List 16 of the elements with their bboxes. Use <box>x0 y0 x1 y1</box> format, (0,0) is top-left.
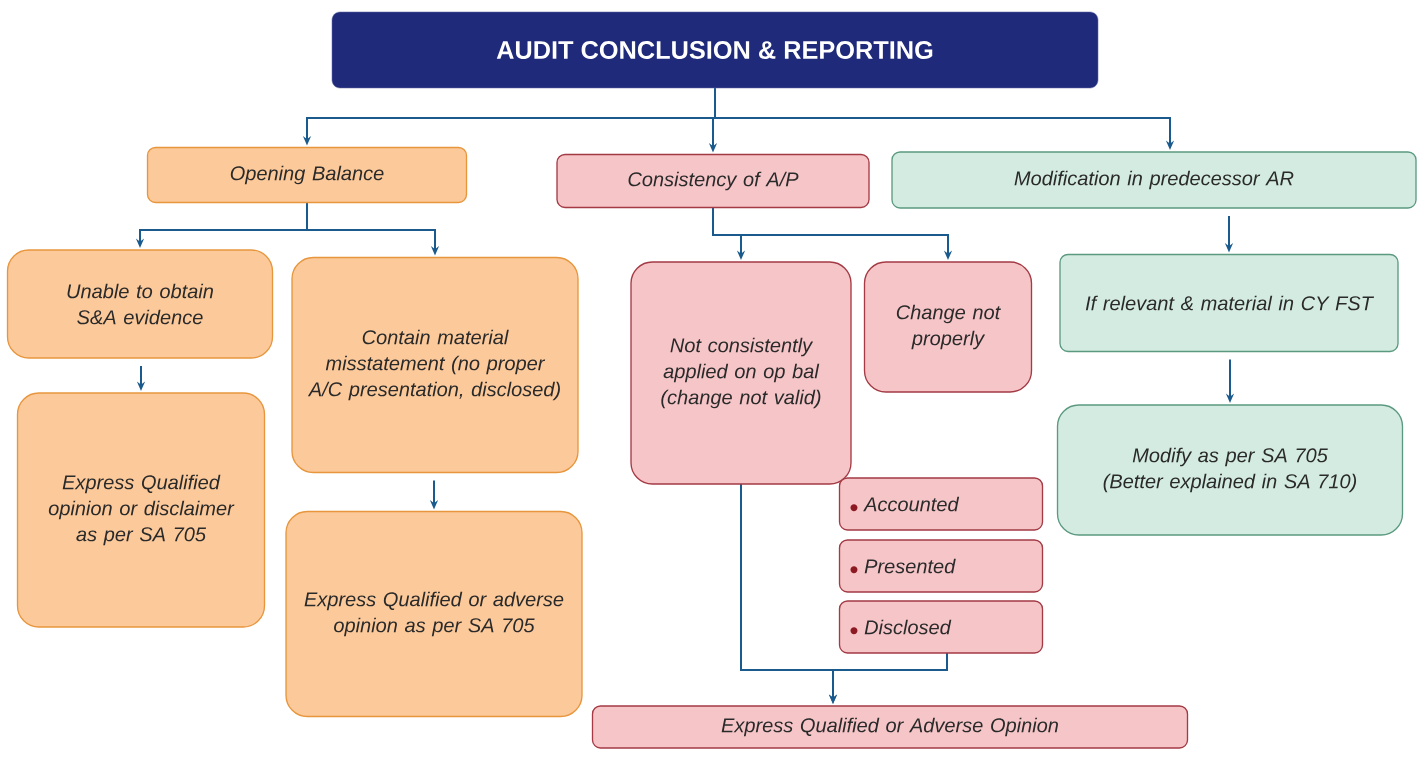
bullet-box: Disclosed <box>838 600 1044 654</box>
process-box: If relevant & material in CY FST <box>1059 253 1399 353</box>
process-box: Express Qualified or Adverse Opinion <box>591 705 1189 749</box>
process-box: Consistency of A/P <box>556 153 870 209</box>
process-box: Change not properly <box>863 261 1033 393</box>
process-box: Modification in predecessor AR <box>891 151 1417 209</box>
process-box: Modify as per SA 705 (Better explained in SA 710) <box>1056 404 1404 536</box>
title-banner: AUDIT CONCLUSION & REPORTING <box>331 11 1099 89</box>
process-box: Express Qualified or adverse opinion as per SA 705 <box>285 510 583 718</box>
process-box: Unable to obtain S&A evidence <box>6 249 274 359</box>
bullet-box: Presented <box>838 539 1044 593</box>
process-box: Opening Balance <box>146 146 468 204</box>
bullet-box: Accounted <box>838 477 1044 531</box>
process-box: Contain material misstatement (no proper A/C presentation, disclosed) <box>291 256 579 474</box>
process-box: Not consistently applied on op bal (change not valid) <box>630 261 852 485</box>
process-box: Express Qualified opinion or disclaimer as per SA 705 <box>16 392 266 628</box>
